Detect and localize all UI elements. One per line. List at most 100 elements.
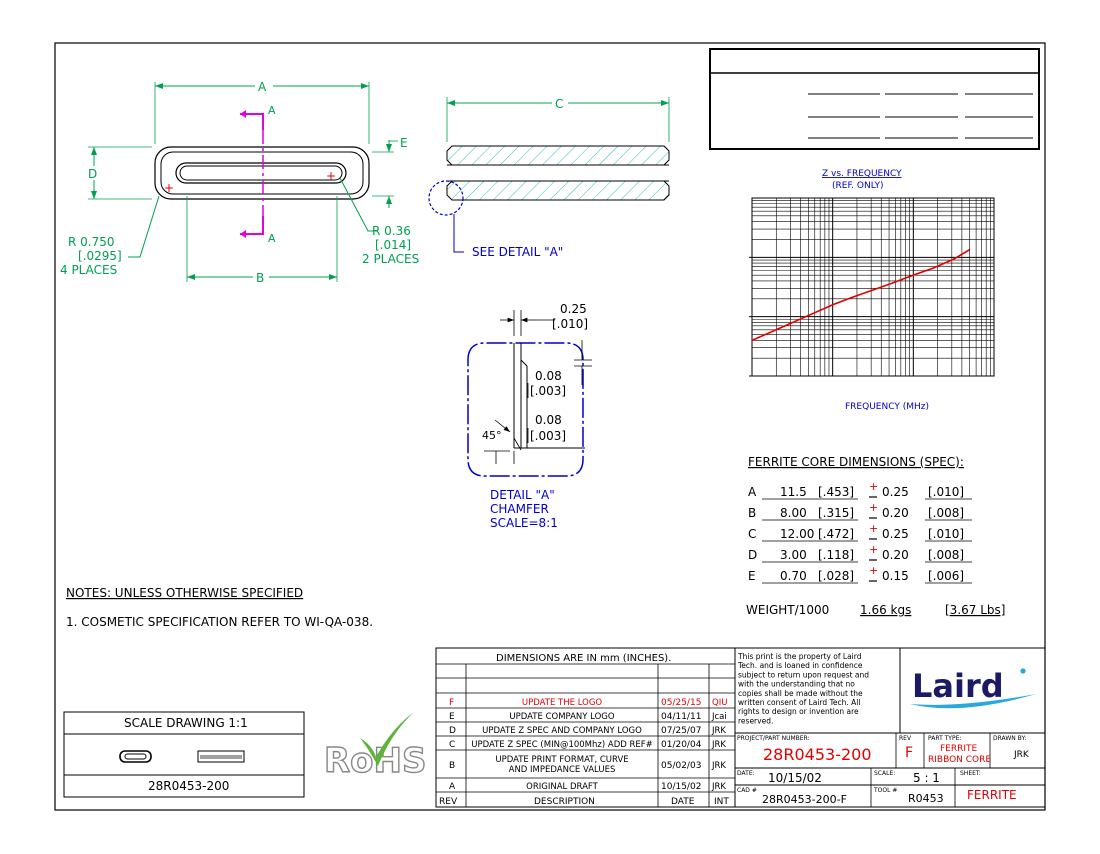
- spec-plus: +: [869, 543, 878, 556]
- detail-a: 0.25 [.010] 0.08 [.003] 0.08 [.003] 45° …: [467, 302, 592, 530]
- rev-desc: UPDATE COMPANY LOGO: [509, 712, 614, 722]
- revision-row: E UPDATE COMPANY LOGO 04/11/11 Jcai: [449, 712, 727, 722]
- sheet-value: FERRITE: [967, 788, 1017, 802]
- legal-line: written consent of Laird Tech. All: [738, 698, 860, 707]
- chart-subtitle: (REF. ONLY): [832, 181, 884, 191]
- laird-logo: Laird: [910, 667, 1036, 709]
- rev-letter: F: [449, 698, 454, 708]
- drawn-by: JRK: [1013, 750, 1030, 760]
- section-label-bottom: A: [268, 232, 276, 245]
- notes-title: NOTES: UNLESS OTHERWISE SPECIFIED: [66, 586, 303, 600]
- rev-date: 05/25/15: [661, 698, 701, 708]
- svg-text:Laird: Laird: [912, 667, 1004, 705]
- svg-text:REV: REV: [899, 735, 912, 742]
- tool-number: R0453: [908, 792, 944, 805]
- dim-a-label: A: [258, 80, 267, 94]
- revision-row: A ORIGINAL DRAFT 10/15/02 JRK: [449, 782, 726, 792]
- spec-in: [.315]: [818, 506, 854, 520]
- radius-left-l3: 4 PLACES: [60, 263, 117, 277]
- legal-line: reserved.: [738, 716, 773, 725]
- rev-letter: C: [449, 740, 455, 750]
- spec-tol-in: [.010]: [928, 485, 964, 499]
- legal-line: subject to return upon request and: [738, 670, 869, 679]
- spec-mm: 0.70: [780, 569, 807, 583]
- spec-mm: 11.5: [780, 485, 807, 499]
- rev-desc-2: AND IMPEDANCE VALUES: [509, 765, 616, 775]
- radius-left-l2: [.0295]: [78, 249, 122, 263]
- spec-in: [.118]: [818, 548, 854, 562]
- side-view: C SEE DETAIL "A": [428, 96, 670, 259]
- rev-letter: A: [449, 782, 456, 792]
- radius-right-l3: 2 PLACES: [362, 252, 419, 266]
- rev-date: 07/25/07: [661, 726, 701, 736]
- detail-angle: 45°: [482, 429, 502, 442]
- part-type-1: FERRITE: [940, 744, 978, 754]
- legal-line: rights to design or invention are: [738, 707, 859, 716]
- top-view: A A + + A B D E R 0.750 [.0295] 4 PLACES: [60, 78, 419, 285]
- dim-b-label: B: [256, 271, 264, 285]
- legal-line: This print is the property of Laird: [737, 652, 862, 661]
- spec-key: A: [748, 485, 757, 499]
- spec-plus: +: [869, 522, 878, 535]
- svg-text:DATE:: DATE:: [737, 770, 755, 777]
- scale-drawing-box: SCALE DRAWING 1:1 28R0453-200: [63, 711, 305, 798]
- impedance-chart: Z vs. FREQUENCY (REF. ONLY) FREQUENCY (M…: [749, 169, 995, 412]
- rev-desc: ORIGINAL DRAFT: [526, 782, 598, 792]
- detail-dim1-mm: 0.25: [560, 302, 587, 316]
- cad-number: 28R0453-200-F: [762, 793, 847, 806]
- weight-lb: [3.67 Lbs]: [945, 603, 1005, 617]
- svg-text:SHEET:: SHEET:: [960, 770, 981, 777]
- spec-tol: 0.15: [882, 569, 909, 583]
- spec-in: [.453]: [818, 485, 854, 499]
- scale-box-title: SCALE DRAWING 1:1: [124, 716, 248, 730]
- col-desc: DESCRIPTION: [534, 797, 595, 807]
- rev-int: JRK: [711, 782, 726, 792]
- rev-int: Jcai: [711, 712, 727, 722]
- svg-text:CAD #: CAD #: [737, 787, 757, 794]
- rev-date: 01/20/04: [661, 740, 702, 750]
- detail-dim3-in: [.003]: [530, 429, 566, 443]
- rev-letter: E: [449, 712, 455, 722]
- detail-caption-2: CHAMFER: [490, 502, 549, 516]
- rev-desc: UPDATE Z SPEC AND COMPANY LOGO: [482, 726, 642, 736]
- part-type-2: RIBBON CORE: [928, 755, 991, 765]
- impedance-curve: [751, 248, 971, 342]
- rev-date: 04/11/11: [661, 712, 701, 722]
- spec-key: B: [748, 506, 756, 520]
- rev-desc: UPDATE PRINT FORMAT, CURVE: [495, 755, 628, 765]
- spec-plus: +: [869, 501, 878, 514]
- detail-dim2-in: [.003]: [530, 384, 566, 398]
- dim-d-label: D: [88, 167, 97, 181]
- svg-text:+: +: [164, 181, 174, 195]
- project-number: 28R0453-200: [763, 745, 872, 764]
- drawing-date: 10/15/02: [768, 771, 822, 785]
- dim-c-label: C: [555, 97, 563, 111]
- detail-dim1-in: [.010]: [552, 317, 588, 331]
- rev-table-header: DIMENSIONS ARE IN mm (INCHES).: [496, 653, 671, 664]
- section-label-top: A: [268, 104, 276, 117]
- spec-plus: +: [869, 564, 878, 577]
- svg-text:SCALE:: SCALE:: [874, 770, 895, 777]
- rev-date: 10/15/02: [661, 782, 701, 792]
- radius-right-l2: [.014]: [375, 238, 411, 252]
- spec-key: C: [748, 527, 756, 541]
- detail-dim2-mm: 0.08: [535, 369, 562, 383]
- legal-line: with the understanding that no: [738, 680, 855, 689]
- spec-in: [.028]: [818, 569, 854, 583]
- col-rev: REV: [439, 797, 458, 807]
- svg-text:PROJECT/PART NUMBER:: PROJECT/PART NUMBER:: [737, 735, 810, 742]
- detail-dim3-mm: 0.08: [535, 413, 562, 427]
- spec-tol-in: [.010]: [928, 527, 964, 541]
- chart-xlabel: FREQUENCY (MHz): [845, 402, 929, 412]
- detail-caption-1: DETAIL "A": [490, 488, 555, 502]
